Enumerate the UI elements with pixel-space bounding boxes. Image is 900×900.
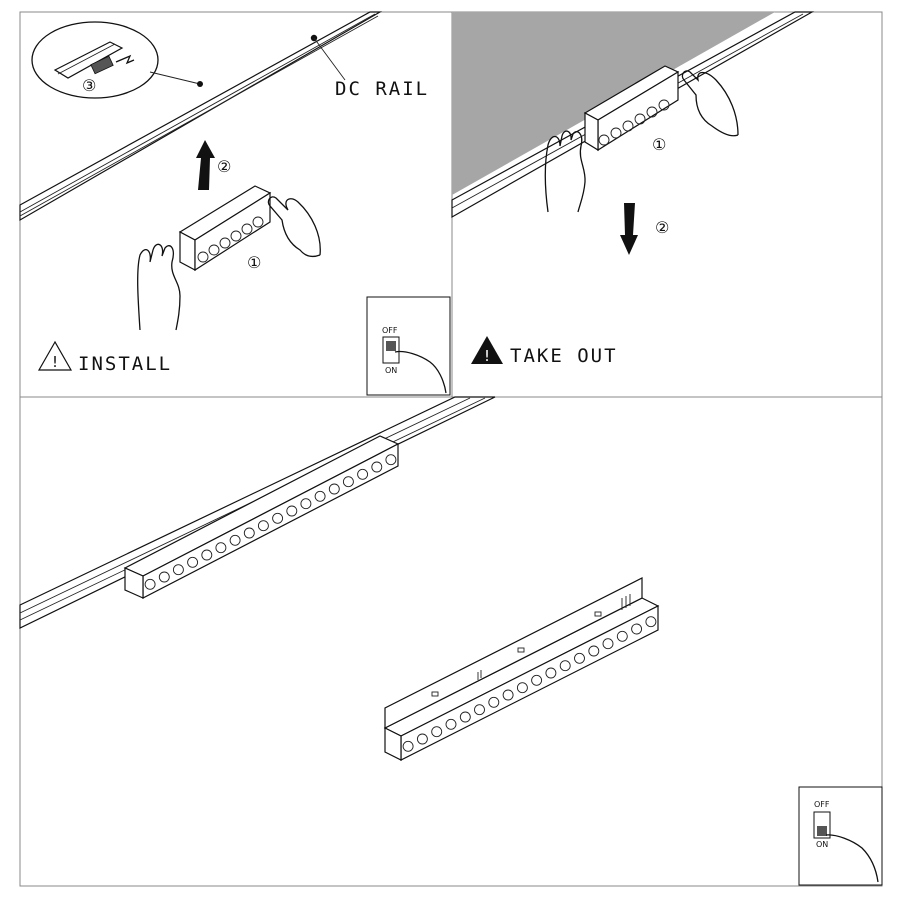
rail-pointer-line bbox=[313, 37, 346, 81]
long-module-standalone bbox=[383, 577, 660, 761]
lens bbox=[602, 638, 614, 650]
take-out-title: TAKE OUT bbox=[510, 345, 618, 367]
switch-off-label: OFF bbox=[382, 326, 398, 335]
finger-icon-2 bbox=[825, 834, 879, 883]
lens bbox=[574, 652, 585, 664]
switch-on-label: ON bbox=[385, 366, 397, 375]
install-title: INSTALL bbox=[78, 353, 172, 375]
lens bbox=[215, 542, 227, 554]
hand-right-icon bbox=[267, 196, 321, 257]
lens bbox=[286, 505, 298, 517]
lens bbox=[272, 512, 284, 524]
lens bbox=[445, 718, 457, 730]
take-out-step-2-label: ② bbox=[655, 218, 669, 237]
lens bbox=[488, 696, 500, 708]
lens bbox=[371, 461, 383, 473]
lens bbox=[300, 498, 312, 510]
lens bbox=[474, 704, 485, 716]
dc-rail-label: DC RAIL bbox=[335, 78, 429, 100]
lens bbox=[144, 578, 156, 590]
hand-left-icon bbox=[137, 243, 181, 331]
bottom-switch-off-label: OFF bbox=[814, 800, 830, 809]
bottom-switch-on-label: ON bbox=[816, 840, 828, 849]
lens bbox=[531, 674, 543, 686]
detail-callout: ③ bbox=[31, 21, 203, 99]
hand-right-icon-2 bbox=[681, 70, 739, 137]
bottom-panel: OFF ON bbox=[19, 396, 883, 886]
finger-icon bbox=[394, 350, 447, 394]
light-module-attached bbox=[583, 65, 680, 152]
lens bbox=[229, 534, 241, 546]
lens bbox=[158, 571, 170, 583]
lens bbox=[645, 616, 657, 628]
lens bbox=[431, 726, 443, 738]
switch-inset-install: OFF ON bbox=[366, 296, 451, 396]
up-arrow-icon bbox=[196, 140, 215, 190]
lens bbox=[502, 689, 514, 701]
lens bbox=[516, 682, 528, 694]
lens bbox=[559, 660, 571, 672]
switch-inset-bottom: OFF ON bbox=[798, 786, 883, 886]
lens bbox=[588, 645, 600, 657]
lens bbox=[187, 556, 199, 568]
lens bbox=[402, 740, 414, 752]
lens bbox=[328, 483, 340, 495]
take-out-panel: ① ② ! TAKE OUT bbox=[451, 11, 815, 367]
down-arrow-icon bbox=[620, 203, 638, 255]
lens bbox=[631, 623, 643, 635]
long-module-in-rail bbox=[123, 435, 400, 599]
lens bbox=[172, 564, 184, 576]
outer-frame bbox=[19, 11, 883, 887]
svg-text:!: ! bbox=[484, 347, 490, 365]
lens bbox=[342, 476, 354, 488]
lens bbox=[385, 454, 397, 466]
lens bbox=[459, 711, 471, 723]
hand-left-icon-2 bbox=[544, 130, 586, 213]
step-3-label: ③ bbox=[82, 76, 96, 95]
lens bbox=[257, 520, 269, 532]
lens bbox=[616, 630, 628, 642]
lens bbox=[243, 527, 255, 539]
lens bbox=[416, 733, 428, 745]
warning-filled-icon: ! bbox=[471, 336, 503, 365]
lens bbox=[314, 490, 326, 502]
take-out-step-1-label: ① bbox=[652, 135, 666, 154]
lens bbox=[357, 468, 369, 480]
install-panel: DC RAIL ③ ② ① bbox=[19, 11, 451, 396]
svg-text:!: ! bbox=[52, 353, 58, 371]
lens bbox=[201, 549, 213, 561]
step-1-label: ① bbox=[247, 253, 261, 272]
light-module bbox=[178, 185, 272, 272]
lens bbox=[545, 667, 557, 679]
step-2-label: ② bbox=[217, 157, 231, 176]
dc-rail bbox=[19, 11, 383, 222]
warning-outline-icon: ! bbox=[37, 340, 73, 371]
